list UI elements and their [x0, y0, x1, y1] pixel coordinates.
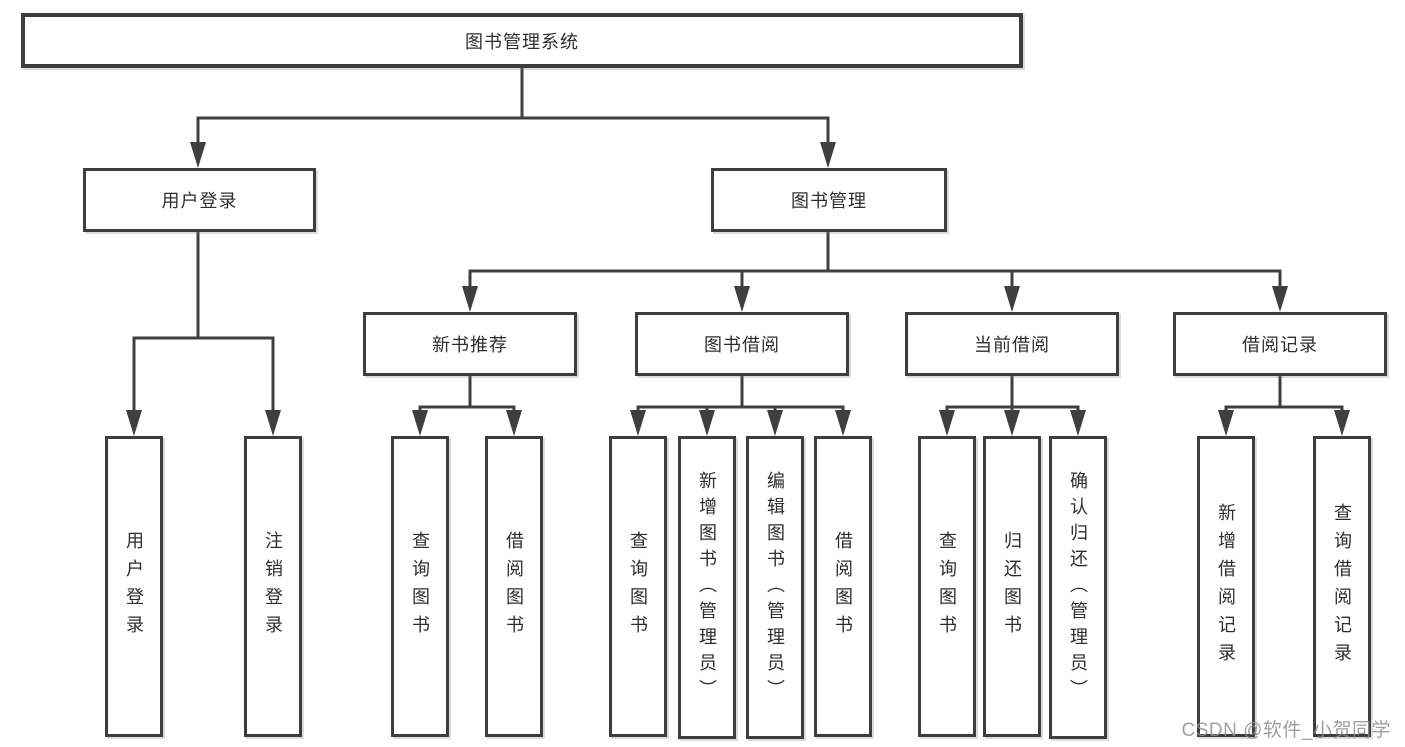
leaf-label: 借阅图书 — [504, 530, 524, 643]
node-label: 图书借阅 — [704, 335, 780, 355]
leaf-label: 编辑图书（管理员） — [765, 470, 785, 705]
node-book-management: 图书管理 — [711, 168, 947, 232]
leaf-label: 确认归还（管理员） — [1068, 470, 1088, 705]
leaf-label: 注销登录 — [263, 530, 283, 643]
leaf-label: 查询借阅记录 — [1332, 502, 1352, 671]
node-label: 新书推荐 — [432, 335, 508, 355]
leaf-add-borrow-record: 新增借阅记录 — [1197, 436, 1255, 737]
node-label: 当前借阅 — [974, 335, 1050, 355]
node-root-library-system: 图书管理系统 — [21, 13, 1023, 68]
leaf-confirm-return-admin: 确认归还（管理员） — [1049, 436, 1107, 739]
leaf-label: 查询图书 — [937, 530, 957, 643]
csdn-watermark: CSDN @软件_小贺同学 — [1181, 720, 1391, 741]
node-borrow-records: 借阅记录 — [1173, 312, 1387, 376]
node-user-login: 用户登录 — [83, 168, 316, 232]
leaf-logout: 注销登录 — [244, 436, 302, 737]
leaf-add-book-admin: 新增图书（管理员） — [678, 436, 736, 739]
node-new-book-recommend: 新书推荐 — [363, 312, 577, 376]
leaf-label: 归还图书 — [1002, 530, 1022, 643]
leaf-query-books-borrow: 查询图书 — [609, 436, 667, 737]
leaf-user-login: 用户登录 — [105, 436, 163, 737]
node-book-borrow: 图书借阅 — [635, 312, 849, 376]
leaf-query-books-current: 查询图书 — [918, 436, 976, 737]
node-current-borrow: 当前借阅 — [905, 312, 1119, 376]
leaf-borrow-books: 借阅图书 — [814, 436, 872, 737]
node-label: 借阅记录 — [1242, 335, 1318, 355]
leaf-label: 用户登录 — [124, 530, 144, 643]
node-label: 图书管理系统 — [465, 31, 579, 52]
leaf-edit-book-admin: 编辑图书（管理员） — [746, 436, 804, 739]
leaf-label: 查询图书 — [410, 530, 430, 643]
leaf-return-books: 归还图书 — [983, 436, 1041, 737]
leaf-label: 查询图书 — [628, 530, 648, 643]
leaf-query-borrow-record: 查询借阅记录 — [1313, 436, 1371, 737]
leaf-borrow-books-recommend: 借阅图书 — [485, 436, 543, 737]
node-label: 图书管理 — [791, 191, 867, 211]
leaf-query-books-recommend: 查询图书 — [391, 436, 449, 737]
node-label: 用户登录 — [161, 191, 238, 211]
leaf-label: 借阅图书 — [833, 530, 853, 643]
leaf-label: 新增借阅记录 — [1216, 502, 1236, 671]
leaf-label: 新增图书（管理员） — [697, 470, 717, 705]
